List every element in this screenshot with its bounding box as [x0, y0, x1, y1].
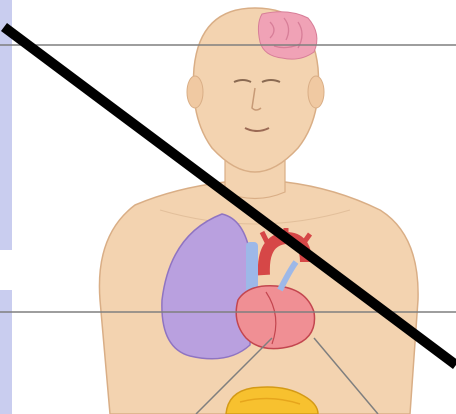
brain: [258, 12, 317, 59]
left-panel-lower: [0, 290, 12, 414]
body-silhouette: [99, 8, 418, 414]
